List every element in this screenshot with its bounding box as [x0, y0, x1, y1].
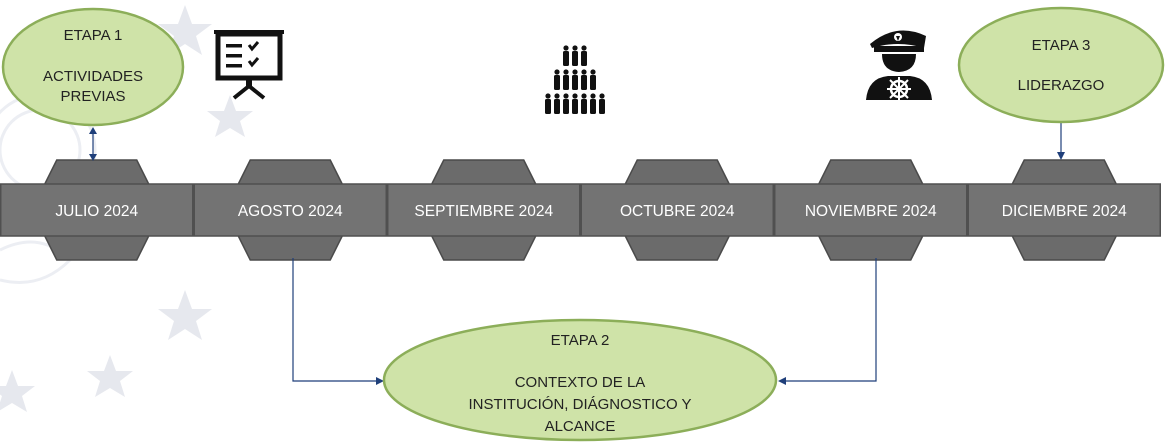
person-body	[572, 75, 578, 90]
person-body	[581, 51, 587, 66]
person-body	[563, 99, 569, 114]
person-head	[563, 93, 569, 99]
timeline-band	[0, 183, 1161, 237]
person-body	[563, 51, 569, 66]
person-body	[563, 75, 569, 90]
stage2-line-2: INSTITUCIÓN, DIÁGNOSTICO Y	[468, 396, 691, 413]
person-head	[554, 93, 560, 99]
presentation-board-icon	[214, 30, 284, 100]
stage3-bubble: ETAPA 3 LIDERAZGO	[957, 6, 1165, 124]
stage1-line-1: ACTIVIDADES	[43, 68, 143, 85]
person-head	[581, 45, 587, 51]
stage1-line-2: PREVIAS	[60, 88, 125, 105]
month-cell	[193, 183, 387, 237]
ship-captain-icon	[866, 30, 932, 100]
person-body	[554, 75, 560, 90]
person-body	[590, 75, 596, 90]
month-label: AGOSTO 2024	[238, 203, 343, 220]
stage2-ellipse	[382, 318, 778, 442]
stage3-line-1: LIDERAZGO	[1018, 77, 1105, 94]
person-head	[563, 45, 569, 51]
person-head	[572, 69, 578, 75]
person-head	[581, 93, 587, 99]
month-cell	[774, 183, 968, 237]
month-cell	[0, 183, 194, 237]
month-label: SEPTIEMBRE 2024	[414, 203, 553, 220]
person-body	[545, 99, 551, 114]
person-head	[572, 45, 578, 51]
stage1-bubble: ETAPA 1 ACTIVIDADES PREVIAS	[1, 7, 185, 127]
stage2-line-1: CONTEXTO DE LA	[515, 374, 646, 391]
person-body	[581, 99, 587, 114]
person-head	[545, 93, 551, 99]
person-head	[590, 93, 596, 99]
stage3-arrow	[1057, 152, 1065, 160]
person-head	[554, 69, 560, 75]
stage1-ellipse	[1, 7, 185, 127]
stage3-title: ETAPA 3	[1032, 37, 1091, 54]
person-head	[563, 69, 569, 75]
person-body	[581, 75, 587, 90]
month-labels: JULIO 2024 AGOSTO 2024 SEPTIEMBRE 2024 OCTU…	[55, 203, 1127, 220]
person-head	[590, 69, 596, 75]
stage2-bubble: ETAPA 2 CONTEXTO DE LA INSTITUCIÓN, DIÁG…	[382, 318, 778, 442]
month-cell	[967, 183, 1161, 237]
person-head	[572, 93, 578, 99]
person-head	[581, 69, 587, 75]
month-label: OCTUBRE 2024	[620, 203, 735, 220]
month-label: JULIO 2024	[55, 203, 138, 220]
person-body	[572, 51, 578, 66]
month-cell	[580, 183, 774, 237]
stage2-left-arrow	[376, 377, 384, 385]
person-body	[554, 99, 560, 114]
month-cell	[387, 183, 581, 237]
month-label: NOVIEMBRE 2024	[805, 203, 937, 220]
person-head	[599, 93, 605, 99]
stage1-title: ETAPA 1	[64, 27, 123, 44]
stage1-arrow-up	[89, 127, 97, 134]
month-label: DICIEMBRE 2024	[1002, 203, 1127, 220]
stage1-arrow-down	[89, 154, 97, 161]
agosto-to-stage2-connector	[292, 258, 376, 382]
people-pyramid-icon	[545, 45, 605, 114]
stage3-ellipse	[957, 6, 1165, 124]
stage2-title: ETAPA 2	[551, 332, 610, 349]
noviembre-to-stage2-connector	[786, 258, 877, 382]
person-body	[572, 99, 578, 114]
stage2-right-arrow	[778, 377, 786, 385]
connectors	[89, 120, 1065, 385]
stage2-line-3: ALCANCE	[545, 418, 616, 435]
person-body	[590, 99, 596, 114]
person-body	[599, 99, 605, 114]
background-watermark	[0, 5, 253, 412]
